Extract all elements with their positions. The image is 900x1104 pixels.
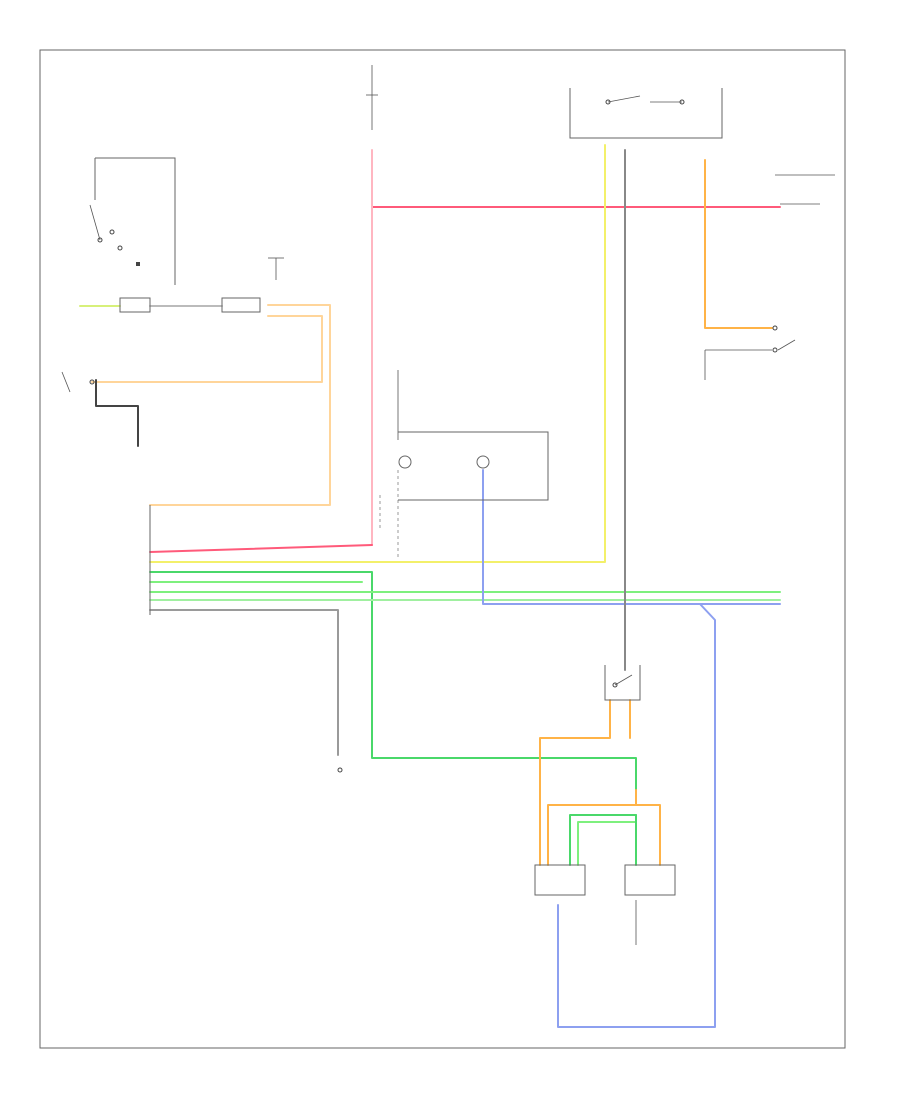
cluster-indicator-2	[476, 455, 490, 469]
wire-green-lamp-b	[577, 821, 637, 866]
wire-green-1	[149, 571, 637, 791]
instrument-cluster-box	[398, 431, 549, 501]
park-brake-switch-arm	[61, 371, 71, 393]
cluster-indicator-1	[398, 455, 412, 469]
wire-orange-right	[704, 159, 773, 329]
brake-switch-lower-box	[604, 665, 641, 701]
ignition-switch-outline	[95, 157, 176, 285]
wire-gray-ground	[149, 609, 339, 756]
ignition-contact-1	[97, 237, 103, 243]
park-brake-contact	[89, 379, 95, 385]
wire-pink-module	[149, 544, 373, 553]
wire-black-park	[95, 379, 139, 447]
ignition-switch-arm	[89, 204, 101, 241]
ignition-contact-2	[109, 229, 115, 235]
diagram-frame	[39, 49, 846, 1049]
wire-yellow	[149, 144, 606, 563]
right-switch-arm	[777, 339, 796, 351]
right-switch-contact-2	[772, 347, 778, 353]
brake-switch-lower-contact	[612, 682, 618, 688]
wire-light-orange-1	[149, 304, 331, 506]
ignition-contact-3	[117, 245, 123, 251]
wire-light-orange-2	[91, 315, 323, 383]
lamp-left	[534, 864, 586, 896]
right-switch-contact-1	[772, 325, 778, 331]
brake-switch-arm	[607, 95, 641, 103]
inline-connector-b	[221, 297, 261, 313]
wire-orange-lamp-b	[635, 804, 661, 866]
ground-mid-point	[337, 767, 343, 773]
wire-orange-lamp-a	[547, 789, 637, 866]
wire-orange-lamp-left	[539, 699, 611, 866]
lamp-right	[624, 864, 676, 896]
ignition-terminal	[136, 262, 140, 266]
wire-blue	[482, 469, 716, 1028]
brake-switch-top-box	[569, 88, 723, 139]
wire-green-lamp-a	[569, 814, 637, 866]
inline-connector-a	[119, 297, 151, 313]
brake-switch-lower-arm	[614, 674, 633, 686]
